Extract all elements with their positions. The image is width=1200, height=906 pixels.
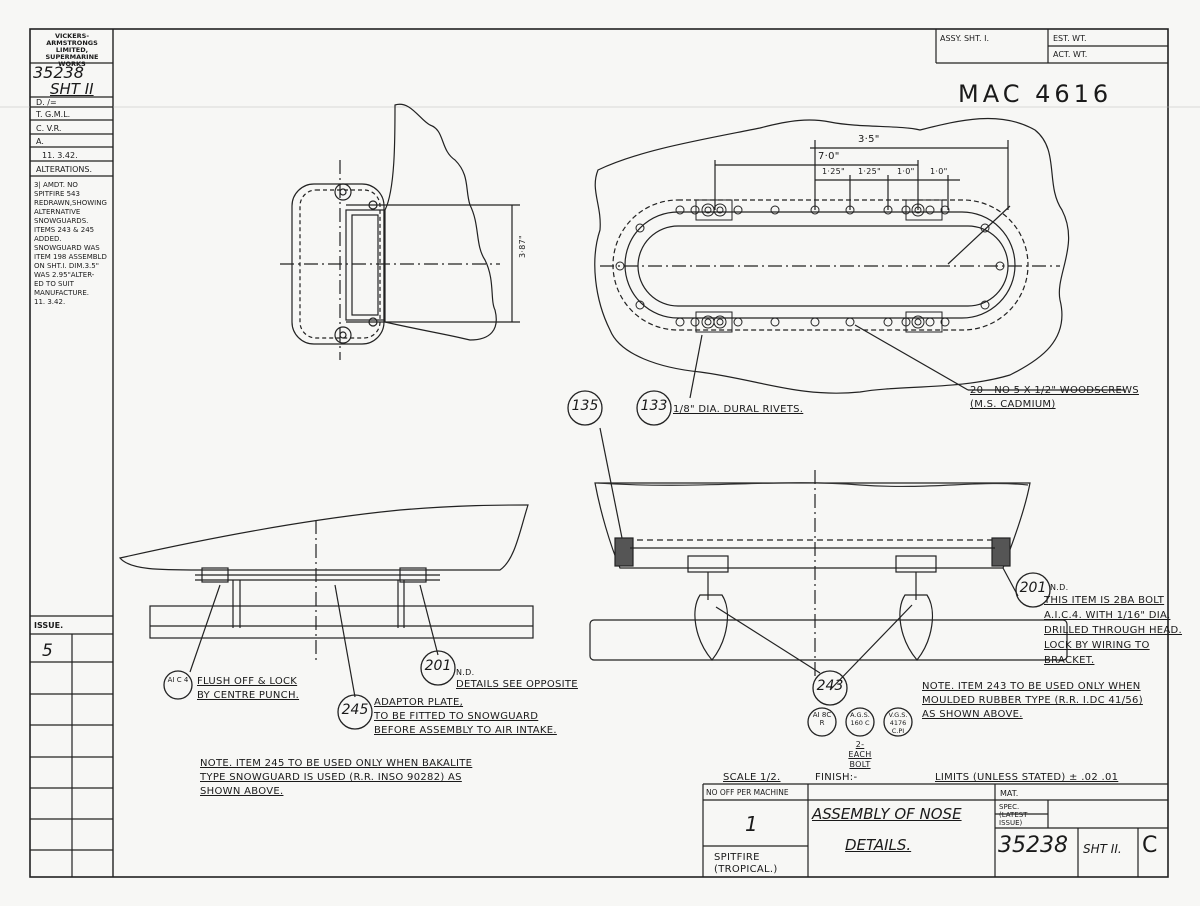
alteration-line: ITEM 198 ASSEMBLD [34,253,107,261]
callout-201-right-nd: N.D. [1050,583,1069,592]
alteration-line: MANUFACTURE. [34,289,90,297]
finish-label: FINISH:- [815,772,858,783]
note-line: NOTE. ITEM 243 TO BE USED ONLY WHEN [922,681,1141,692]
each-bolt: 2-EACH BOLT [848,740,872,769]
alteration-line: ITEMS 243 & 245 [34,226,95,234]
sidebar-date: 11. 3.42. [42,151,78,160]
alteration-line: SNOWGUARDS. [34,217,89,225]
issue-value: 5 [42,641,53,661]
maker-line: SUPERMARINE WORKS [45,53,99,68]
aircraft: SPITFIRE (TROPICAL.) [714,852,778,876]
rivets-note: 1/8" DIA. DURAL RIVETS. [673,404,804,415]
mac-reference: MAC 4616 [958,80,1113,108]
alterations-list: 3| AMDT. No SPITFIRE 543 REDRAWN,SHOWING… [34,181,107,307]
sidebar-c: C. V.R. [36,124,62,133]
note-line: FLUSH OFF & LOCK [197,676,298,687]
note-245: NOTE. ITEM 245 TO BE USED ONLY WHEN BAKA… [200,757,472,799]
callout-243: 243 [816,678,844,694]
maker-line: LIMITED, [55,46,89,54]
maker-block: VICKERS-ARMSTRONGS LIMITED, SUPERMARINE … [32,33,112,68]
aircraft-line: (TROPICAL.) [714,864,778,875]
dim-overall: 3·5" [858,134,880,145]
dim-height: 3·87" [518,235,527,258]
item-201-note: THIS ITEM IS 2BA BOLT A.I.C.4. WITH 1/16… [1044,593,1182,668]
note-line: A.I.C.4. WITH 1/16" DIA. [1044,610,1171,621]
spec-label: SPEC. (LATEST ISSUE) [999,803,1028,827]
dim-pitch: 1·25" [858,167,881,176]
note-line: SHOWN ABOVE. [200,786,284,797]
issue-label: ISSUE. [34,621,64,630]
alteration-line: ALTERNATIVE [34,208,81,216]
alteration-line: ON SHT.I. DIM.3.5" [34,262,99,270]
dim-pitch: 1·25" [822,167,845,176]
title-line-1: ASSEMBLY OF NOSE [812,805,962,823]
material-vgs: V.G.S. 4176 C.PI [888,711,908,735]
note-line: DRILLED THROUGH HEAD. [1044,625,1183,636]
scale-label: SCALE 1/2. [723,772,781,783]
revision-letter: C [1142,833,1158,858]
material-ags: A.G.S. 160 C [850,711,870,727]
alteration-line: 11. 3.42. [34,298,66,306]
note-line: ADAPTOR PLATE, [374,697,464,708]
details-opposite: DETAILS SEE OPPOSITE [456,679,578,690]
sidebar-d: D. /= [36,98,57,107]
material-ai8c: AI 8C R [812,711,832,727]
act-wt: ACT. WT. [1053,50,1088,59]
sidebar-a: A. [36,137,44,146]
callout-201-left-nd: N.D. [456,668,475,677]
alteration-line: ADDED. [34,235,62,243]
cadmium-note: (M.S. CADMIUM) [970,399,1056,410]
title-sheet: SHT II. [1083,842,1122,856]
note-line: MOULDED RUBBER TYPE (R.R. I.Dc 41/56) [922,695,1143,706]
no-off-label: No OFF PER MACHINE [706,788,789,797]
callout-133: 133 [640,398,668,414]
alteration-line: SPITFIRE 543 [34,190,80,198]
alteration-line: WAS 2.95"ALTER- [34,271,95,279]
alteration-line: SNOWGUARD WAS [34,244,100,252]
dim-inner: 7·0" [818,151,840,162]
note-243: NOTE. ITEM 243 TO BE USED ONLY WHEN MOUL… [922,680,1143,722]
sidebar-sheet: SHT II [50,80,94,98]
maker-line: VICKERS-ARMSTRONGS [46,32,98,47]
note-line: AS SHOWN ABOVE. [922,709,1023,720]
assy-sheet: ASSY. SHT. I. [940,34,989,43]
note-line: LOCK BY WIRING TO [1044,640,1150,651]
aircraft-line: SPITFIRE [714,852,760,863]
flush-note: FLUSH OFF & LOCK BY CENTRE PUNCH. [197,675,299,703]
dim-pitch: 1·0" [930,167,948,176]
alteration-line: REDRAWN,SHOWING [34,199,107,207]
quantity: 1 [745,812,758,836]
dim-pitch: 1·0" [897,167,915,176]
note-line: NOTE. ITEM 245 TO BE USED ONLY WHEN BAKA… [200,758,473,769]
note-line: BRACKET. [1044,655,1095,666]
callout-135: 135 [571,398,599,414]
callout-201-right: 201 [1019,580,1047,596]
note-line: TO BE FITTED TO SNOWGUARD [374,711,539,722]
sidebar-t: T. G.M.L. [36,110,71,119]
adaptor-note: ADAPTOR PLATE, TO BE FITTED TO SNOWGUARD… [374,696,557,738]
note-line: THIS ITEM IS 2BA BOLT [1044,595,1165,606]
woodscrews-note: 20 - No 5 X 1/2" WOODSCREWS [970,385,1139,396]
mat-label: MAT. [1000,789,1019,798]
title-line-2: DETAILS. [845,836,912,854]
alteration-line: 3| AMDT. No [34,181,78,189]
alteration-line: ED TO SUIT [34,280,74,288]
est-wt: EST. WT. [1053,34,1087,43]
callout-aic4: AI C 4 [167,676,189,684]
sidebar-drawing-no: 35238 [33,63,84,82]
note-line: BEFORE ASSEMBLY TO AIR INTAKE. [374,725,557,736]
callout-201-left: 201 [424,658,452,674]
note-line: BY CENTRE PUNCH. [197,690,300,701]
callout-245: 245 [341,702,369,718]
limits-label: LIMITS (UNLESS STATED) ± .02 .01 [935,772,1119,783]
title-drawing-no: 35238 [998,833,1068,858]
alterations-header: ALTERATIONS. [36,165,93,174]
note-line: TYPE SNOWGUARD IS USED (R.R. INSo 90282)… [200,772,462,783]
